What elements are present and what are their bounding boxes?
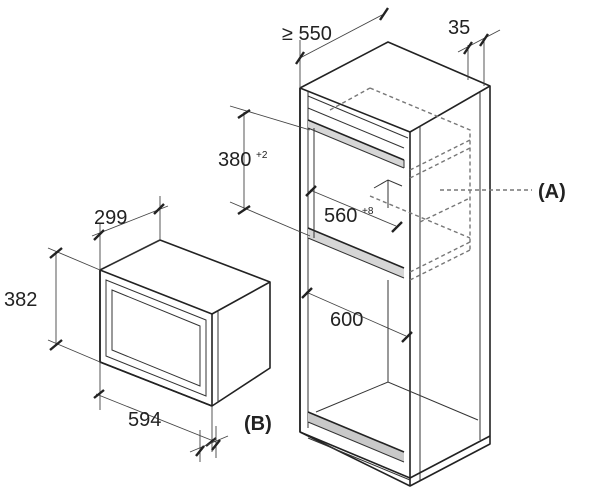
callout-a: (A) xyxy=(538,181,566,203)
label-niche-height: 380 xyxy=(218,149,251,171)
label-appliance-depth: 299 xyxy=(94,207,127,229)
label-appliance-width: 594 xyxy=(128,409,161,431)
dimension-lines xyxy=(47,7,501,462)
callout-b: (B) xyxy=(244,413,272,435)
label-appliance-height: 382 xyxy=(4,289,37,311)
label-niche-width: 560 xyxy=(324,205,357,227)
label-cabinet-depth: ≥ 550 xyxy=(282,23,332,45)
label-niche-width-tol: +8 xyxy=(362,206,374,217)
tall-cabinet xyxy=(299,41,532,487)
label-cabinet-width: 600 xyxy=(330,309,363,331)
appliance xyxy=(99,239,271,407)
label-niche-height-tol: +2 xyxy=(256,150,268,161)
label-panel-thickness: 35 xyxy=(448,17,470,39)
